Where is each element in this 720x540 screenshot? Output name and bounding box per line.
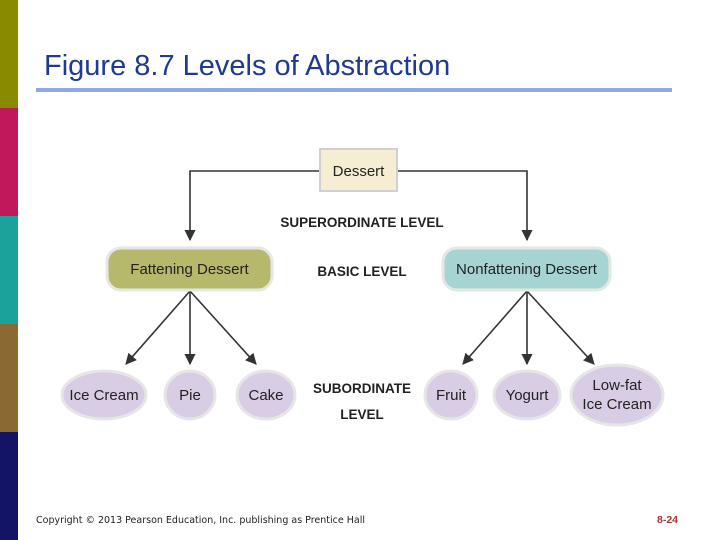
- label-subordinate-level-line1: SUBORDINATE: [313, 381, 411, 396]
- root-connectors: [184, 170, 533, 242]
- title-underline: [36, 88, 672, 92]
- node-dessert-label: Dessert: [333, 163, 386, 180]
- node-nonfattening-dessert-label: Nonfattening Dessert: [456, 261, 598, 278]
- basic-connectors: [125, 290, 595, 366]
- connector-nonfattening-lowfat: [526, 290, 595, 365]
- node-nonfattening-dessert: Nonfattening Dessert: [441, 246, 612, 292]
- node-pie: Pie: [163, 369, 217, 421]
- slide-title: Figure 8.7 Levels of Abstraction: [44, 50, 451, 82]
- node-dessert: Dessert: [319, 148, 398, 192]
- node-fruit: Fruit: [423, 369, 479, 421]
- connector-nonfattening-fruit: [462, 290, 528, 365]
- label-basic-level: BASIC LEVEL: [317, 264, 406, 279]
- label-subordinate-level-line2: LEVEL: [340, 407, 384, 422]
- connector-fattening-cake: [189, 290, 257, 365]
- node-lowfat-label-line2: Ice Cream: [582, 396, 651, 413]
- stripe-olive: [0, 0, 18, 108]
- copyright-footer: Copyright © 2013 Pearson Education, Inc.…: [36, 515, 365, 526]
- stripe-brown: [0, 324, 18, 432]
- node-lowfat-ice-cream: Low-fat Ice Cream: [569, 363, 665, 427]
- label-superordinate-level: SUPERORDINATE LEVEL: [280, 215, 443, 230]
- node-fruit-label: Fruit: [436, 387, 467, 404]
- node-yogurt-label: Yogurt: [506, 387, 550, 404]
- connector-fattening-icecream: [125, 290, 191, 365]
- node-ice-cream-label: Ice Cream: [69, 387, 138, 404]
- node-lowfat-label-line1: Low-fat: [592, 377, 642, 394]
- connector-root-right: [397, 170, 533, 242]
- node-yogurt: Yogurt: [492, 369, 562, 421]
- node-cake-label: Cake: [248, 387, 283, 404]
- node-cake: Cake: [235, 369, 297, 421]
- stripe-magenta: [0, 108, 18, 216]
- stripe-teal: [0, 216, 18, 324]
- node-fattening-dessert-label: Fattening Dessert: [130, 261, 249, 278]
- node-fattening-dessert: Fattening Dessert: [105, 246, 274, 292]
- node-ice-cream: Ice Cream: [60, 369, 148, 421]
- node-pie-label: Pie: [179, 387, 201, 404]
- page-number: 8-24: [656, 514, 678, 526]
- connector-root-left: [184, 170, 320, 242]
- stripe-navy: [0, 432, 18, 540]
